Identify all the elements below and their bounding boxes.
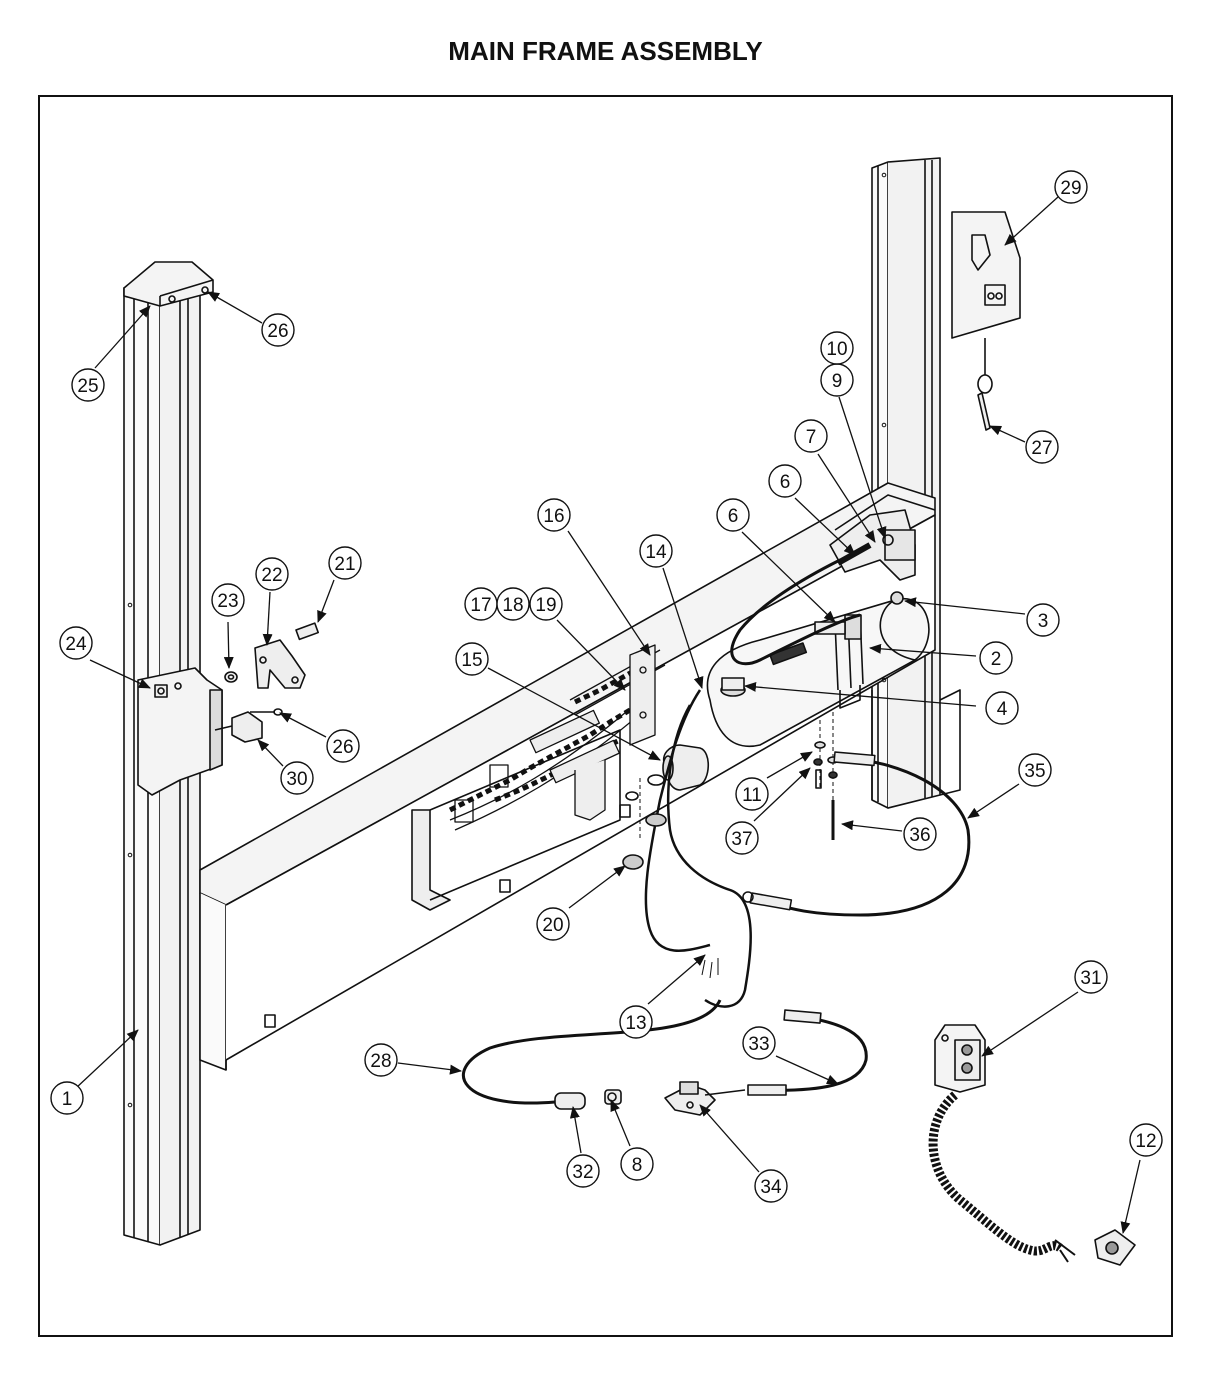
callout-37: 37 (725, 821, 759, 855)
callout-27: 27 (1025, 430, 1059, 464)
svg-text:23: 23 (217, 591, 238, 612)
svg-text:27: 27 (1031, 438, 1052, 459)
callout-11: 11 (735, 777, 769, 811)
callout-26a: 26 (261, 313, 295, 347)
callout-29: 29 (1054, 170, 1088, 204)
callout-20: 20 (536, 907, 570, 941)
callout-30: 30 (280, 761, 314, 795)
svg-text:30: 30 (286, 769, 307, 790)
callout-2: 2 (979, 641, 1013, 675)
svg-text:22: 22 (261, 565, 282, 586)
svg-text:7: 7 (806, 427, 817, 448)
control-cable (461, 999, 868, 1116)
svg-text:6: 6 (728, 506, 739, 527)
callout-6b: 6 (716, 498, 750, 532)
svg-text:26: 26 (332, 737, 353, 758)
callout-4: 4 (985, 691, 1019, 725)
callout-10: 10 (820, 331, 854, 365)
svg-text:2: 2 (991, 649, 1002, 670)
column-holes (127, 172, 887, 1108)
hydraulic-tank (706, 591, 930, 748)
callout-7: 7 (794, 419, 828, 453)
callout-24: 24 (59, 626, 93, 660)
svg-text:35: 35 (1024, 761, 1045, 782)
svg-text:33: 33 (748, 1034, 769, 1055)
svg-text:1: 1 (62, 1089, 73, 1110)
leader-lines (75, 196, 1141, 1234)
svg-text:18: 18 (502, 595, 523, 616)
svg-text:15: 15 (461, 650, 482, 671)
motor-and-wiring (619, 689, 752, 1008)
callout-9: 9 (820, 363, 854, 397)
svg-text:17: 17 (470, 595, 491, 616)
callout-31: 31 (1074, 960, 1108, 994)
svg-text:32: 32 (572, 1162, 593, 1183)
svg-text:10: 10 (826, 339, 847, 360)
callout-33: 33 (742, 1026, 776, 1060)
svg-text:6: 6 (780, 472, 791, 493)
callout-25: 25 (71, 368, 105, 402)
svg-text:8: 8 (632, 1155, 643, 1176)
callout-1: 1 (50, 1081, 84, 1115)
callout-26b: 26 (326, 729, 360, 763)
svg-text:19: 19 (535, 595, 556, 616)
callout-17: 17 (464, 587, 498, 621)
mounting-bolts (813, 712, 839, 840)
svg-text:28: 28 (370, 1051, 391, 1072)
callout-36: 36 (903, 817, 937, 851)
callout-35: 35 (1018, 753, 1052, 787)
svg-text:12: 12 (1135, 1131, 1156, 1152)
svg-text:14: 14 (645, 542, 667, 563)
callout-6a: 6 (768, 464, 802, 498)
svg-text:31: 31 (1080, 968, 1101, 989)
svg-text:20: 20 (542, 915, 563, 936)
callouts: 1 2 3 4 6 6 7 8 9 10 11 12 13 14 15 16 1… (50, 170, 1163, 1203)
drawing-border (38, 95, 1173, 1337)
svg-text:36: 36 (909, 825, 930, 846)
svg-text:11: 11 (742, 785, 762, 806)
svg-text:34: 34 (760, 1177, 782, 1198)
svg-text:25: 25 (77, 376, 98, 397)
callout-28: 28 (364, 1043, 398, 1077)
svg-text:16: 16 (543, 506, 564, 527)
svg-text:9: 9 (832, 371, 843, 392)
side-bracket-group (137, 622, 320, 796)
parts-illustration (123, 157, 1136, 1266)
callout-34: 34 (754, 1169, 788, 1203)
callout-13: 13 (619, 1005, 653, 1039)
svg-text:13: 13 (625, 1013, 646, 1034)
callout-22: 22 (255, 557, 289, 591)
callout-23: 23 (211, 583, 245, 617)
svg-text:4: 4 (997, 699, 1008, 720)
callout-12: 12 (1129, 1123, 1163, 1157)
page-title: MAIN FRAME ASSEMBLY (448, 36, 763, 66)
callout-14: 14 (639, 534, 673, 568)
callout-21: 21 (328, 546, 362, 580)
callout-8: 8 (620, 1147, 654, 1181)
callout-16: 16 (537, 498, 571, 532)
svg-text:21: 21 (334, 554, 355, 575)
callout-19: 19 (529, 587, 563, 621)
svg-text:26: 26 (267, 321, 288, 342)
callout-3: 3 (1026, 603, 1060, 637)
callout-32: 32 (566, 1154, 600, 1188)
pendant-control (928, 1024, 1136, 1266)
svg-text:24: 24 (65, 634, 87, 655)
callout-15: 15 (455, 642, 489, 676)
callout-18: 18 (496, 587, 530, 621)
svg-text:3: 3 (1038, 611, 1049, 632)
battery-cable (742, 751, 971, 917)
svg-text:37: 37 (731, 829, 752, 850)
svg-text:29: 29 (1060, 178, 1081, 199)
